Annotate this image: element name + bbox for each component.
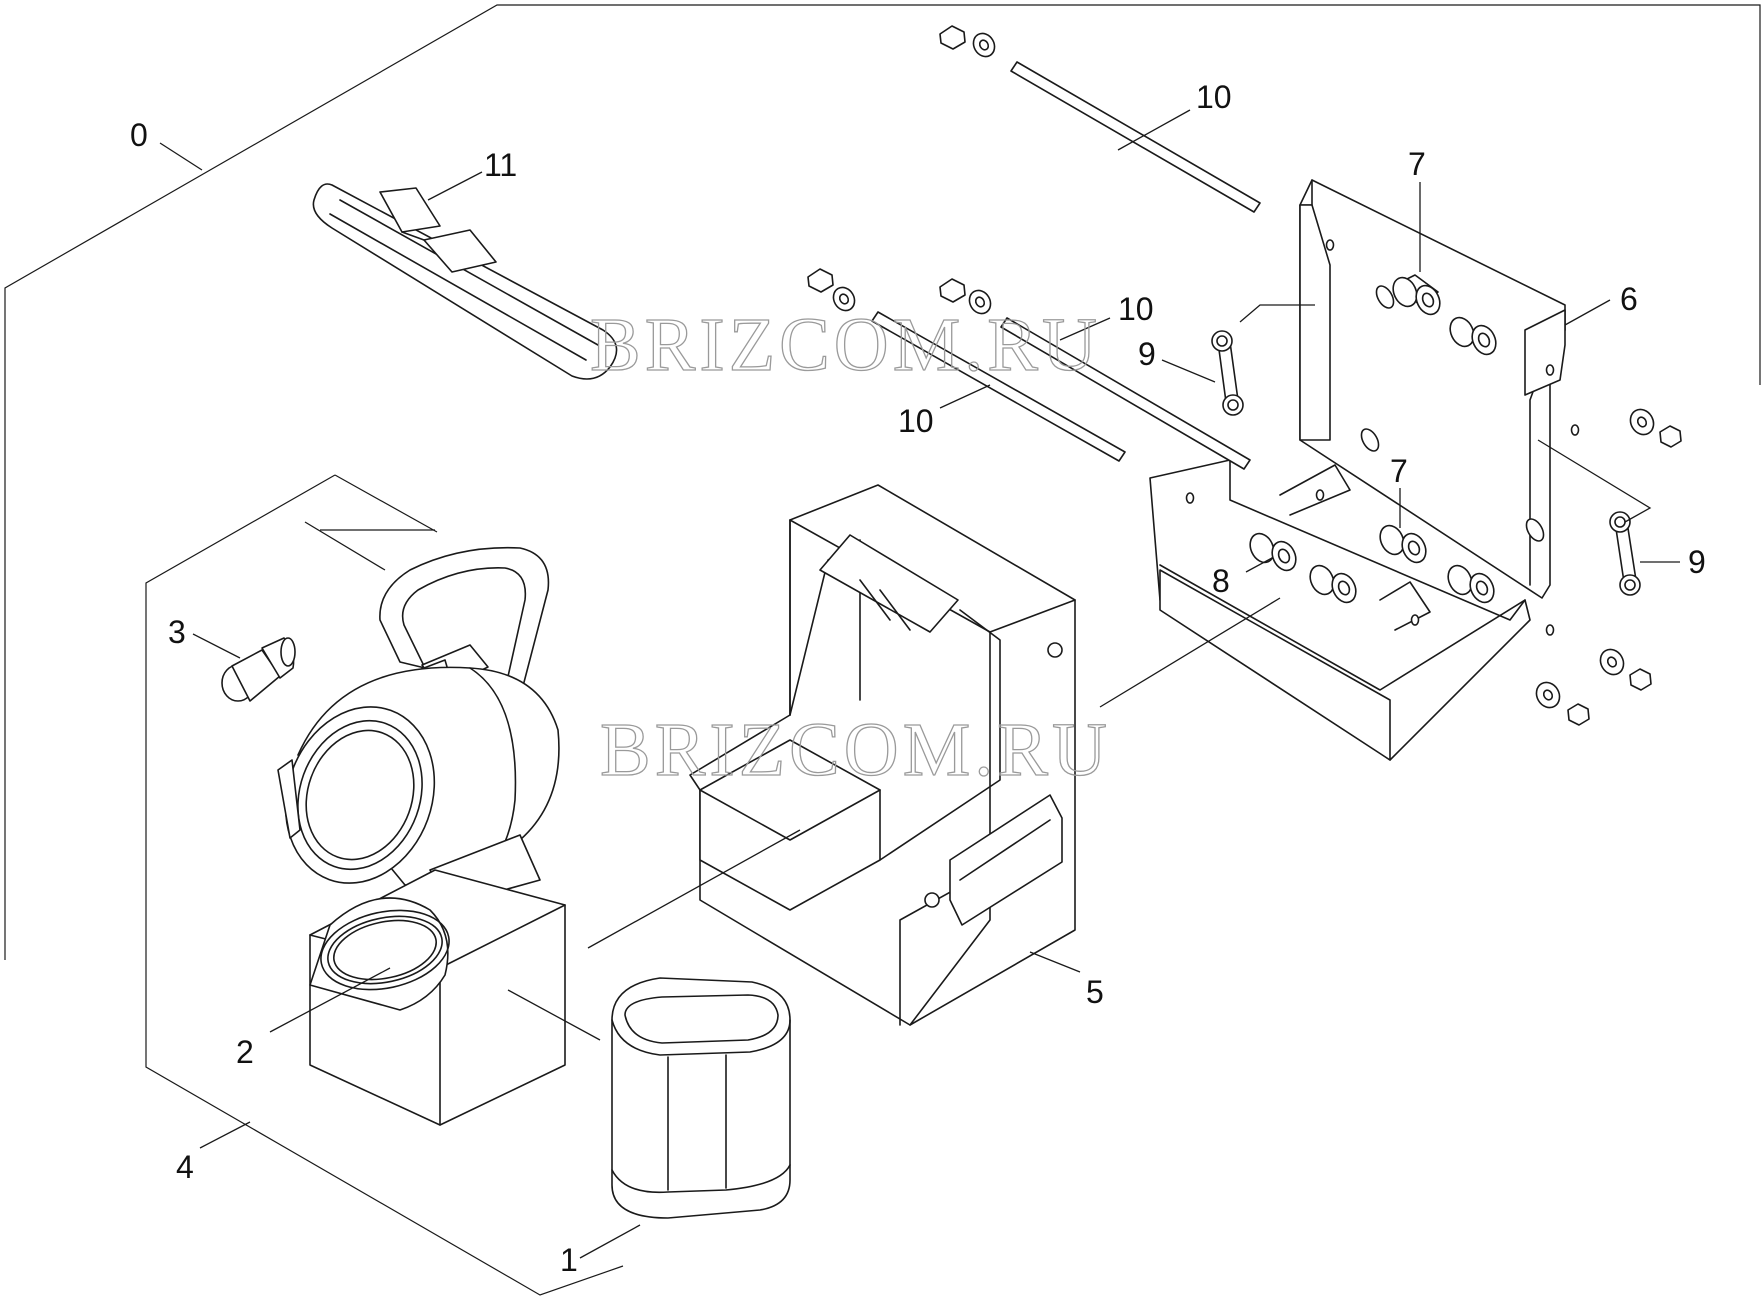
rod-part-10-top — [939, 25, 1261, 213]
label-part-9-left: 9 — [1138, 336, 1156, 372]
spacer-8-a — [1249, 532, 1297, 572]
spacer-7-lower-a — [1379, 524, 1427, 564]
label-part-9-right: 9 — [1688, 544, 1706, 580]
lantern-head — [277, 546, 560, 906]
label-part-10-top: 10 — [1196, 79, 1232, 115]
leader-lines — [159, 109, 1680, 1259]
spacer-7-upper-a — [1392, 274, 1441, 316]
rod-part-10-lower — [807, 268, 1126, 462]
assembly-4-bracket — [145, 474, 624, 1296]
link-part-9-left — [1211, 330, 1244, 416]
label-part-10-lower: 10 — [898, 403, 934, 439]
battery-part-1 — [611, 977, 791, 1219]
bracket-part-6 — [1149, 179, 1580, 761]
label-part-11: 11 — [484, 147, 517, 183]
lantern-housing-part-4 — [309, 869, 566, 1126]
spacers-part-7-8 — [1249, 274, 1497, 604]
holder-part-5 — [689, 484, 1076, 1026]
label-part-0: 0 — [130, 117, 148, 153]
spacer-8-b — [1309, 564, 1357, 604]
label-part-6: 6 — [1620, 281, 1638, 317]
washers-nuts-right — [1535, 408, 1682, 726]
label-part-2: 2 — [236, 1034, 254, 1070]
watermark-upper: BRIZCOM.RU — [590, 303, 1101, 387]
label-part-5: 5 — [1086, 974, 1104, 1010]
spacer-7-upper-b — [1449, 316, 1497, 356]
spacer-7-lower-b — [1447, 564, 1495, 604]
label-part-3: 3 — [168, 614, 186, 650]
assembly-0-bracket — [4, 4, 1761, 960]
label-part-8: 8 — [1212, 563, 1230, 599]
label-part-1: 1 — [560, 1242, 578, 1278]
rod-part-10-middle — [939, 278, 1251, 470]
watermark-lower: BRIZCOM.RU — [600, 708, 1111, 792]
bulb-part-3 — [221, 637, 296, 702]
label-part-7-lower: 7 — [1390, 453, 1408, 489]
link-part-9-right — [1609, 511, 1641, 596]
label-part-7-upper: 7 — [1408, 146, 1426, 182]
strap-part-11 — [312, 183, 618, 380]
label-part-4: 4 — [176, 1149, 194, 1185]
label-part-10-middle: 10 — [1118, 291, 1154, 327]
